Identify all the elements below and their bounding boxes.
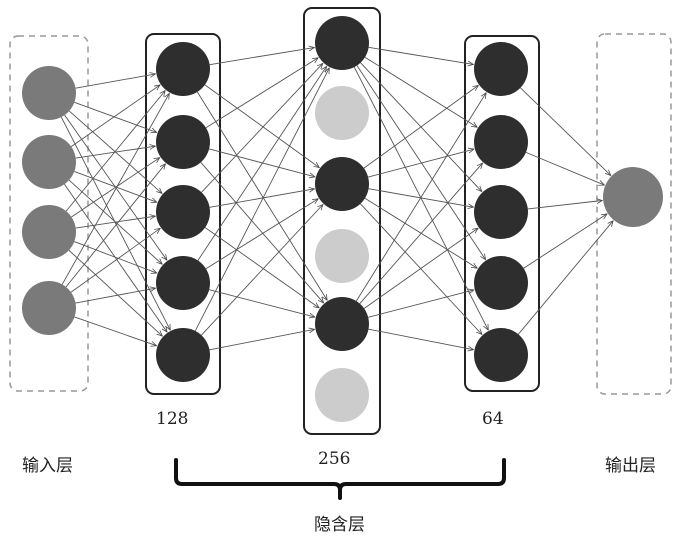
hidden-layer-3-size: 64 [482, 409, 504, 429]
connection-arrow [368, 46, 474, 64]
hidden2-node-dropout [315, 229, 369, 283]
hidden2-node-dark [315, 157, 369, 211]
hidden-layer-2-size: 256 [318, 449, 350, 469]
connection-arrow [363, 228, 478, 309]
connection-arrow [368, 290, 474, 318]
connection-arrow [209, 48, 315, 66]
connection-arrow [517, 221, 613, 335]
hidden-layer-3-box [464, 35, 540, 392]
hidden2-node-dropout [315, 368, 369, 422]
connection-arrow [204, 84, 319, 168]
connection-arrow [75, 288, 156, 304]
hidden2-node-dark [315, 297, 369, 351]
connection-arrow [208, 148, 315, 177]
hidden1-node-dark [156, 328, 210, 382]
output-node-active [603, 167, 663, 227]
hidden3-node-dark [474, 42, 528, 96]
input-node-active [22, 135, 76, 189]
input-layer-box [9, 35, 89, 392]
connection-arrow [523, 214, 607, 269]
connection-arrow [360, 203, 482, 335]
connection-arrow [356, 65, 486, 260]
connection-arrow [209, 189, 315, 208]
connection-arrow [527, 201, 602, 210]
connection-arrow [74, 316, 156, 346]
nodes [22, 16, 663, 422]
connection-arrow [71, 158, 159, 218]
connection-arrow [359, 163, 483, 304]
connection-arrow [525, 151, 604, 185]
connection-arrow [353, 66, 488, 330]
connection-arrow [209, 289, 315, 317]
hidden3-node-dark [474, 115, 528, 169]
connection-arrow [70, 228, 160, 293]
connection-arrow [368, 328, 474, 349]
output-layer-box [596, 33, 672, 395]
connection-arrow [61, 93, 169, 285]
connection-arrow [364, 56, 477, 127]
hidden-layers-brace [174, 458, 506, 500]
connection-arrow [65, 164, 165, 288]
connection-arrow [201, 63, 323, 193]
connection-arrow [64, 183, 167, 332]
connection-arrow [70, 85, 160, 147]
connection-arrow [75, 216, 156, 229]
connection-arrow [196, 91, 327, 300]
connection-arrow [75, 74, 156, 89]
connection-arrow [205, 199, 318, 270]
hidden1-node-dark [156, 185, 210, 239]
hidden2-node-dark [315, 16, 369, 70]
connection-arrow [68, 249, 162, 336]
hidden1-node-dark [156, 256, 210, 310]
connection-arrow [355, 93, 486, 302]
connection-arrow [363, 85, 478, 169]
connection-arrow [60, 116, 170, 330]
connection-arrow [367, 149, 474, 178]
connection-arrow [197, 66, 327, 261]
connection-arrow [74, 101, 156, 132]
hidden1-node-dark [156, 42, 210, 96]
input-layer-label: 输入层 [22, 456, 73, 476]
hidden-layer-1-box [145, 33, 221, 395]
connection-arrow [204, 227, 319, 308]
input-node-active [22, 66, 76, 120]
input-node-active [22, 281, 76, 335]
connection-arrow [201, 205, 323, 336]
hidden-layer-2-box [303, 7, 381, 435]
connection-arrow [200, 162, 324, 303]
hidden3-node-dark [474, 328, 528, 382]
input-node-active [22, 205, 76, 259]
output-layer-label: 输出层 [605, 456, 656, 476]
connection-arrow [205, 58, 318, 129]
connection-arrow [65, 91, 165, 212]
hidden3-node-dark [474, 256, 528, 310]
connections [60, 46, 613, 351]
connection-arrow [209, 329, 315, 351]
hidden3-node-dark [474, 185, 528, 239]
hidden-layers-label: 隐含层 [314, 515, 365, 535]
hidden-layer-1-size: 128 [156, 409, 188, 429]
hidden2-node-dropout [315, 86, 369, 140]
connection-arrow [520, 87, 610, 176]
connection-arrow [74, 241, 157, 273]
hidden1-node-dark [156, 115, 210, 169]
connection-arrow [194, 68, 329, 332]
connection-arrow [75, 146, 156, 159]
